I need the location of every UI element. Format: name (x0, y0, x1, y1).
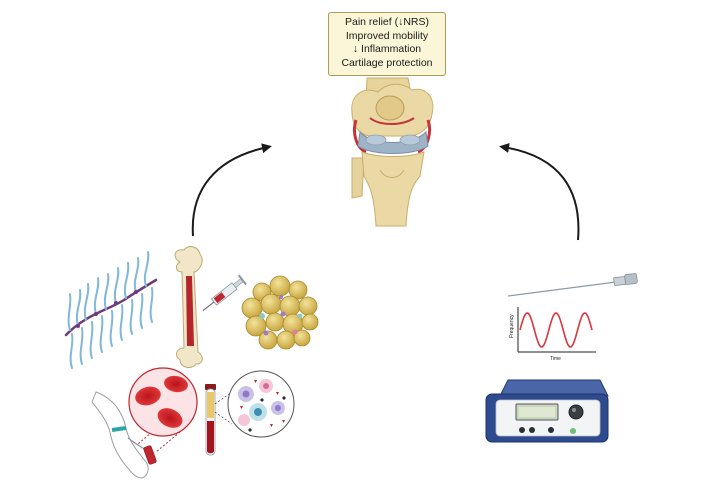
waveform-y-label: Frequency (509, 314, 515, 338)
outcome-pain-relief: Pain relief (↓NRS) (344, 16, 430, 28)
waveform-sine-line (519, 312, 593, 348)
blood-tube-icon (205, 384, 233, 456)
blood-draw-arm-icon (91, 391, 157, 479)
right-curved-arrow (499, 143, 580, 241)
left-curved-arrow (191, 143, 272, 237)
waveform-plot: Frequency Time (509, 307, 596, 362)
knee-joint-icon (351, 77, 434, 227)
adipose-tissue-icon (241, 275, 319, 350)
outcome-inflammation: ↓ Inflammation (352, 43, 422, 55)
needle-icon (507, 273, 638, 297)
outcome-cartilage: Cartilage protection (341, 56, 433, 69)
red-blood-cells-magnified-icon (128, 367, 198, 453)
outcomes-box: Pain relief (↓NRS) Improved mobility ↓ I… (328, 12, 446, 76)
waveform-x-label: Time (550, 356, 561, 362)
collagen-fiber-icon (64, 251, 158, 369)
pulsed-radiofrequency-generator-icon (485, 379, 609, 443)
bone-marrow-aspiration-icon (174, 246, 247, 368)
immune-cells-magnified-icon (227, 370, 295, 438)
outcome-mobility: Improved mobility (345, 29, 429, 42)
